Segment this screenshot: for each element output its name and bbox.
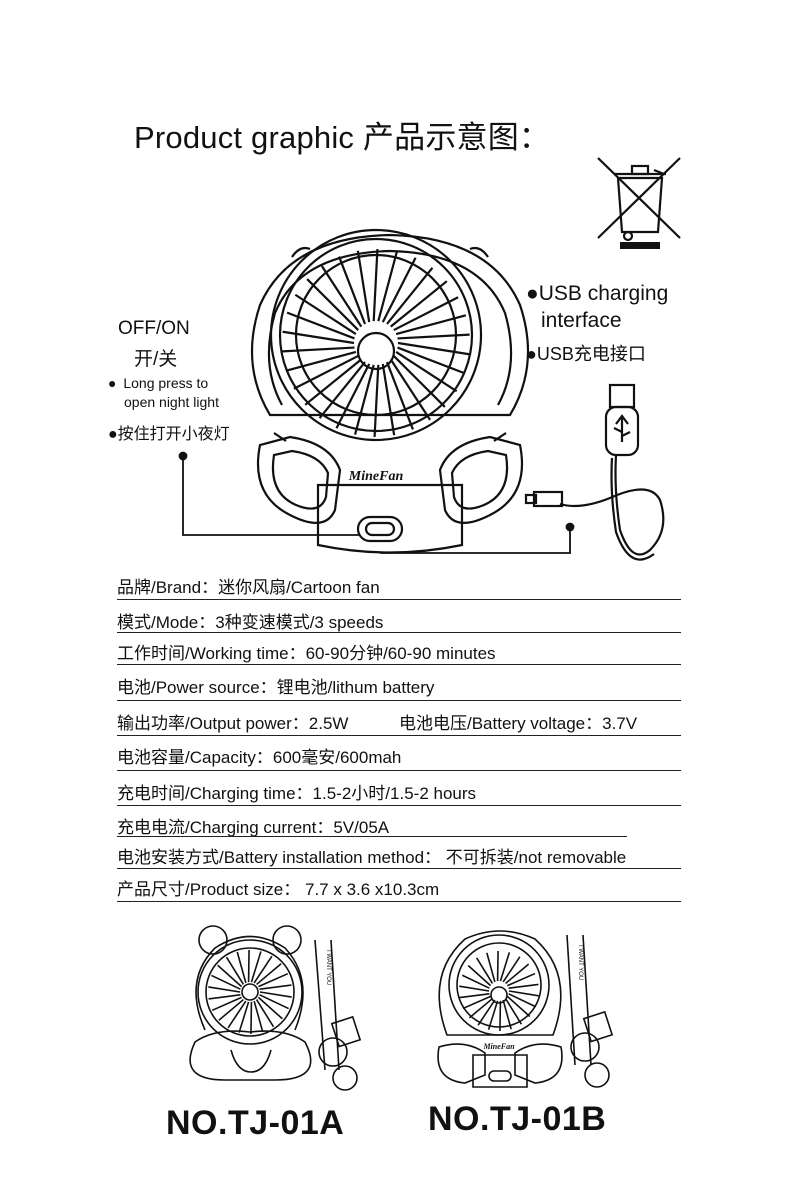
bullet-dot: ●: [108, 426, 118, 443]
long-press-line-1: Long press to: [123, 375, 209, 391]
brand-logo: MineFan: [348, 469, 404, 484]
model-a-sketch: I WANT YOU: [189, 925, 362, 1091]
fan-hub: [356, 331, 396, 371]
fan-body: [250, 233, 530, 417]
divider: [117, 836, 627, 837]
usb-line-1: USB charging: [538, 282, 669, 305]
long-press-line-2: open night light: [124, 394, 219, 410]
long-press-cn-text: 按住打开小夜灯: [117, 426, 230, 443]
divider: [117, 770, 681, 771]
leader-lines: [178, 451, 575, 554]
usb-line-2: interface: [541, 309, 622, 332]
usb-cable: [524, 383, 665, 561]
page-title: Product graphic 产品示意图：: [134, 120, 551, 155]
power-button: [356, 515, 404, 543]
right-handle: [438, 435, 524, 524]
divider: [117, 805, 681, 806]
fan-diagram: MineFan: [250, 228, 530, 554]
divider: [117, 868, 681, 869]
model-b-label: NO.TJ-01B: [428, 1100, 607, 1138]
divider: [117, 664, 681, 665]
off-on-label: OFF/ON: [118, 318, 190, 339]
spec-battery-voltage-text: 电池电压/Battery voltage：3.7V: [399, 714, 638, 733]
divider: [117, 632, 681, 633]
left-handle: [256, 435, 342, 524]
usb-label: ●USB charging: [526, 282, 668, 306]
long-press-note: ● Long press to: [108, 375, 208, 391]
off-on-label-cn: 开/关: [134, 349, 178, 370]
strap-text-a: I WANT YOU: [325, 950, 331, 985]
model-a-label: NO.TJ-01A: [166, 1104, 345, 1142]
spec-output-power: 输出功率/Output power：2.5W 电池电压/Battery volt…: [117, 704, 681, 734]
fan-grill: [269, 228, 483, 442]
weee-crossed-bin-icon: [597, 157, 681, 249]
usb-cn-text: USB充电接口: [536, 344, 646, 364]
divider: [117, 700, 681, 701]
model-b-sketch: MineFan I WANT YOU: [437, 930, 614, 1088]
strap-text-b: I WANT YOU: [577, 945, 583, 980]
bullet-dot: ●: [526, 344, 537, 364]
bullet-dot: ●: [526, 282, 539, 305]
spec-output-power-text: 输出功率/Output power：2.5W: [117, 714, 349, 733]
divider: [117, 599, 681, 600]
long-press-note-cn: ●按住打开小夜灯: [108, 420, 230, 444]
divider: [117, 901, 681, 902]
bullet-dot: ●: [108, 375, 117, 391]
usb-label-cn: ●USB充电接口: [526, 340, 646, 366]
brand-logo-small: MineFan: [482, 1042, 515, 1051]
divider: [117, 735, 681, 736]
